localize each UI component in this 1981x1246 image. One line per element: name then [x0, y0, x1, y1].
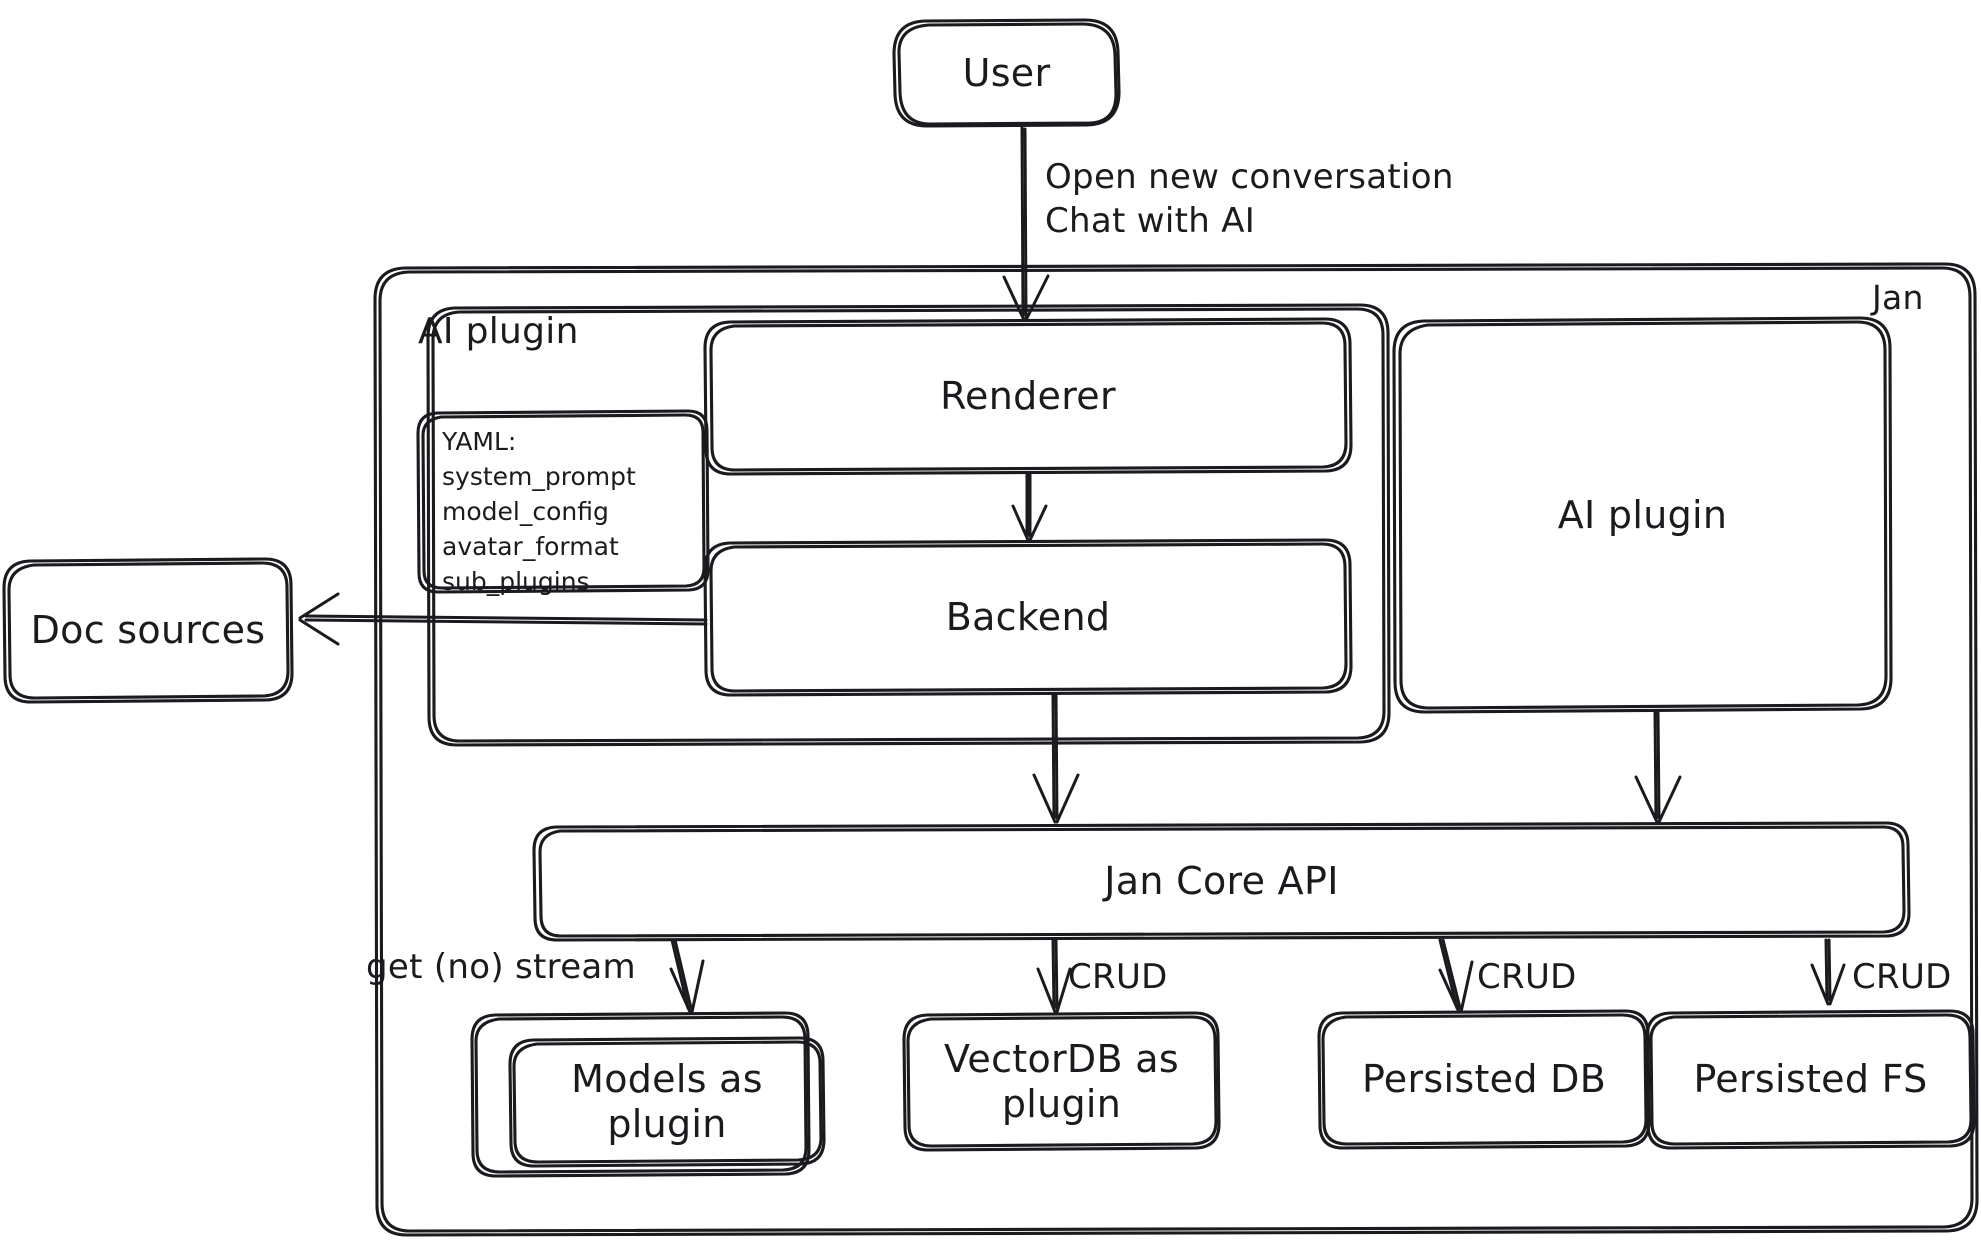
node-vectordb-as-plugin[interactable]: VectorDB as plugin: [904, 1013, 1219, 1150]
node-models-label: Models as plugin: [571, 1057, 763, 1146]
node-doc-sources-label: Doc sources: [30, 608, 266, 653]
node-user[interactable]: User: [894, 21, 1119, 126]
node-renderer[interactable]: Renderer: [705, 319, 1351, 474]
node-models-as-plugin[interactable]: Models as plugin: [510, 1038, 824, 1166]
yaml-key-avatar-format: avatar_format: [442, 532, 619, 561]
yaml-key-sub-plugins: sub_plugins: [442, 567, 590, 596]
node-user-label: User: [962, 51, 1051, 96]
group-label-jan: Jan: [1872, 278, 1924, 317]
node-vectordb-label: VectorDB as plugin: [944, 1036, 1179, 1126]
node-persisted-db[interactable]: Persisted DB: [1319, 1011, 1649, 1148]
node-renderer-label: Renderer: [940, 374, 1116, 419]
edge-label-crud-persisted-db: CRUD: [1477, 957, 1577, 997]
node-doc-sources[interactable]: Doc sources: [4, 559, 292, 702]
node-persisted-fs[interactable]: Persisted FS: [1647, 1011, 1974, 1148]
node-jan-core-api[interactable]: Jan Core API: [534, 823, 1909, 940]
node-backend-label: Backend: [945, 595, 1111, 640]
node-ai-plugin-label: AI plugin: [1557, 492, 1728, 537]
edge-label-crud-persisted-fs: CRUD: [1852, 957, 1952, 997]
edge-label-crud-vectordb: CRUD: [1068, 957, 1168, 997]
node-jan-core-api-label: Jan Core API: [1104, 859, 1339, 904]
node-persisted-db-label: Persisted DB: [1361, 1057, 1607, 1102]
node-backend[interactable]: Backend: [705, 540, 1351, 695]
node-persisted-fs-label: Persisted FS: [1693, 1057, 1928, 1102]
group-label-ai-plugin: AI plugin: [418, 311, 579, 352]
edge-label-get-no-stream: get (no) stream: [366, 947, 636, 987]
yaml-config-card[interactable]: YAML: system_prompt model_config avatar_…: [418, 411, 708, 596]
node-ai-plugin[interactable]: AI plugin: [1394, 318, 1891, 712]
yaml-key-model-config: model_config: [442, 497, 609, 526]
yaml-card-title: YAML:: [442, 427, 517, 456]
edge-label-user-to-renderer: Open new conversation Chat with AI: [1045, 157, 1454, 242]
yaml-key-system-prompt: system_prompt: [442, 462, 636, 491]
